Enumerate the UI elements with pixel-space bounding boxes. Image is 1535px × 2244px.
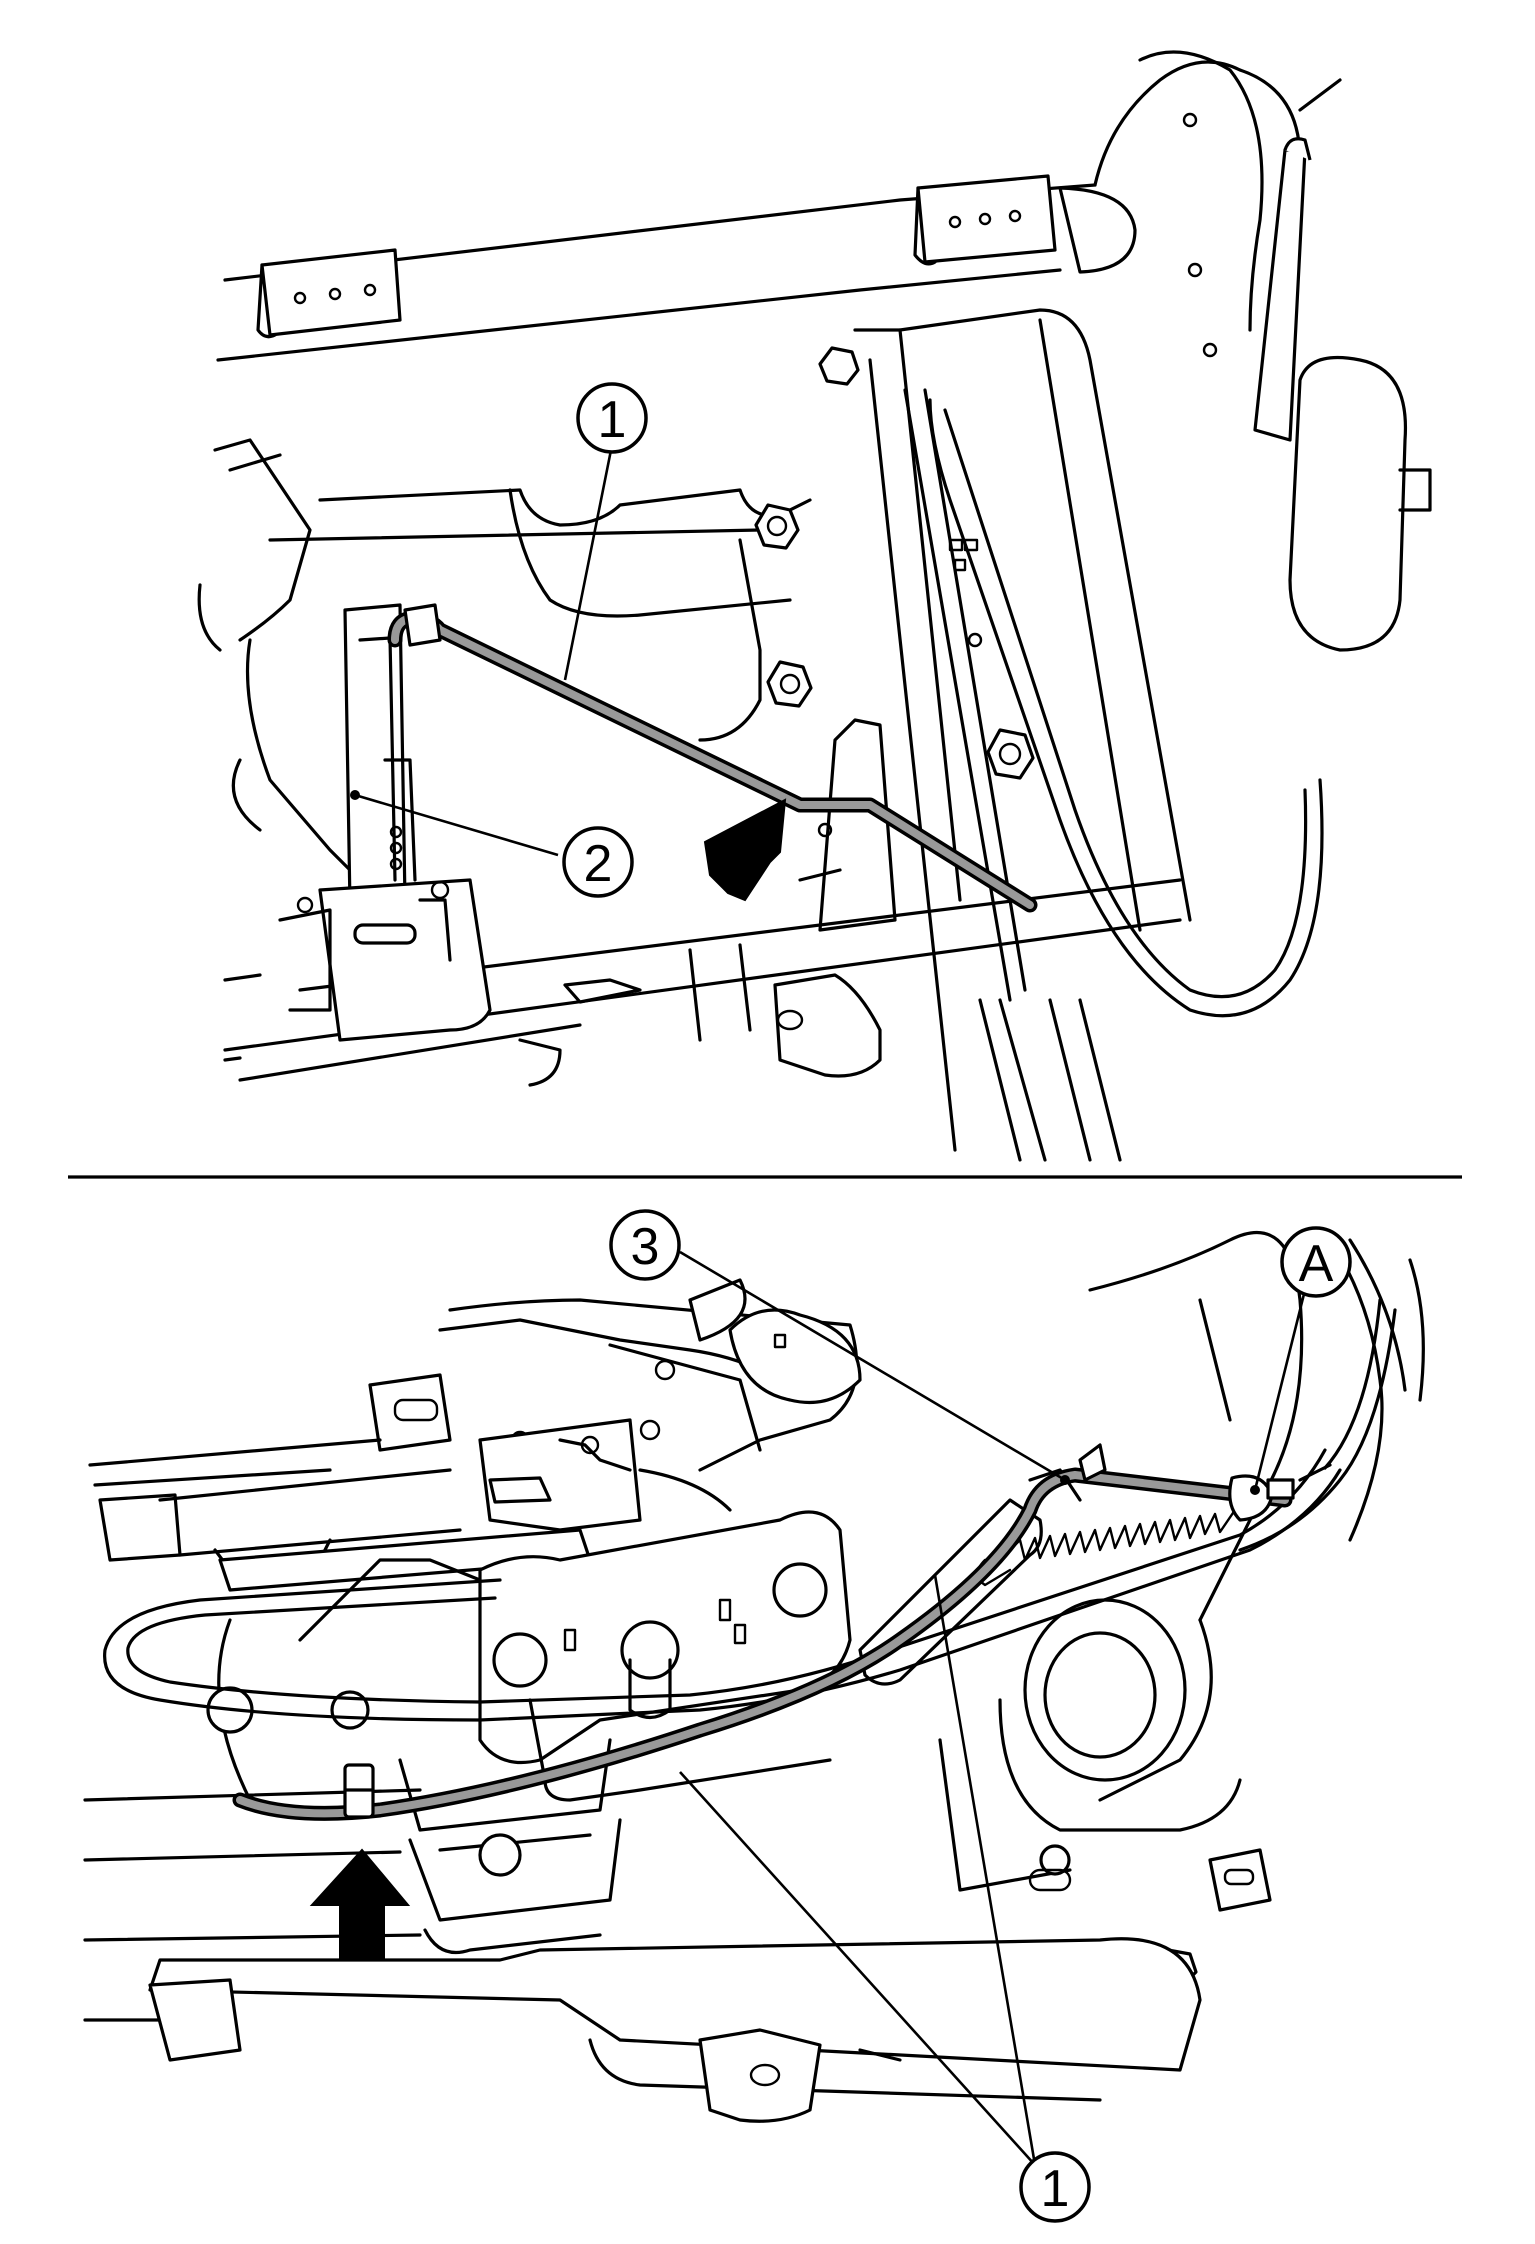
top-bolt-upper xyxy=(754,503,800,550)
top-tube-bracket-left xyxy=(256,248,402,339)
bottom-callout-1: 1 xyxy=(1019,2151,1091,2223)
top-latch-assembly xyxy=(278,603,492,1042)
bottom-leader-3-dot xyxy=(1060,1475,1070,1485)
bottom-slot-bracket xyxy=(368,1373,452,1452)
bottom-ring xyxy=(1023,1598,1187,1782)
bottom-cable-loop xyxy=(103,1448,1342,1722)
top-bolt-top xyxy=(818,346,860,386)
top-tube-bracket-right xyxy=(913,174,1057,266)
top-leader-2 xyxy=(354,793,559,857)
bottom-latch-lever xyxy=(478,1418,732,1532)
bottom-leader-3 xyxy=(679,1250,1066,1482)
svg-text:1: 1 xyxy=(1041,2160,1070,2218)
bottom-leader-A-dot xyxy=(1250,1485,1260,1495)
bottom-arrow xyxy=(309,1848,411,1959)
bottom-leader-1b xyxy=(679,1771,1036,2166)
top-callout-2: 2 xyxy=(562,826,634,898)
top-arrow xyxy=(703,798,787,902)
bottom-panel: 3 A 1 xyxy=(83,1209,1425,2223)
top-leader-1 xyxy=(563,444,614,681)
top-recliner-knob xyxy=(1288,355,1432,652)
top-bolt-rail xyxy=(986,728,1035,780)
svg-text:1: 1 xyxy=(598,391,627,449)
bottom-cable-strands xyxy=(1238,1298,1397,1552)
top-cable-1 xyxy=(387,603,1038,913)
bottom-cable-end xyxy=(1078,1443,1295,1522)
top-vertical-rail xyxy=(903,388,1027,1002)
top-bolt-lower xyxy=(766,660,813,708)
bottom-callout-A: A xyxy=(1280,1226,1352,1298)
bottom-recliner-plate xyxy=(478,1510,852,1802)
bottom-leader-1a xyxy=(933,1574,1037,2166)
top-lower-right-bracket xyxy=(798,718,897,932)
svg-text:2: 2 xyxy=(584,835,613,893)
top-cable-loop xyxy=(928,398,1324,1018)
bottom-seatback-frame xyxy=(1088,1230,1425,1622)
top-panel: 1 2 xyxy=(197,50,1432,1162)
bottom-side-plate xyxy=(438,1298,862,1472)
svg-text:3: 3 xyxy=(631,1218,660,1276)
svg-text:A: A xyxy=(1299,1235,1334,1293)
top-recliner-handle xyxy=(1253,137,1312,442)
top-seatback-side-member xyxy=(853,308,1192,1162)
bottom-cable-clip xyxy=(343,1763,375,1819)
bottom-cable-1 xyxy=(232,1467,1293,1821)
bottom-left-rail xyxy=(88,1438,462,1572)
bottom-floor-rails xyxy=(83,1788,1202,2123)
top-left-cushion-frame xyxy=(197,438,352,872)
top-callout-1: 1 xyxy=(576,382,648,454)
bottom-leader-A xyxy=(1253,1289,1307,1491)
top-floor-lines xyxy=(223,973,882,1087)
top-leader-2-dot xyxy=(350,790,360,800)
bottom-callout-3: 3 xyxy=(609,1209,681,1281)
